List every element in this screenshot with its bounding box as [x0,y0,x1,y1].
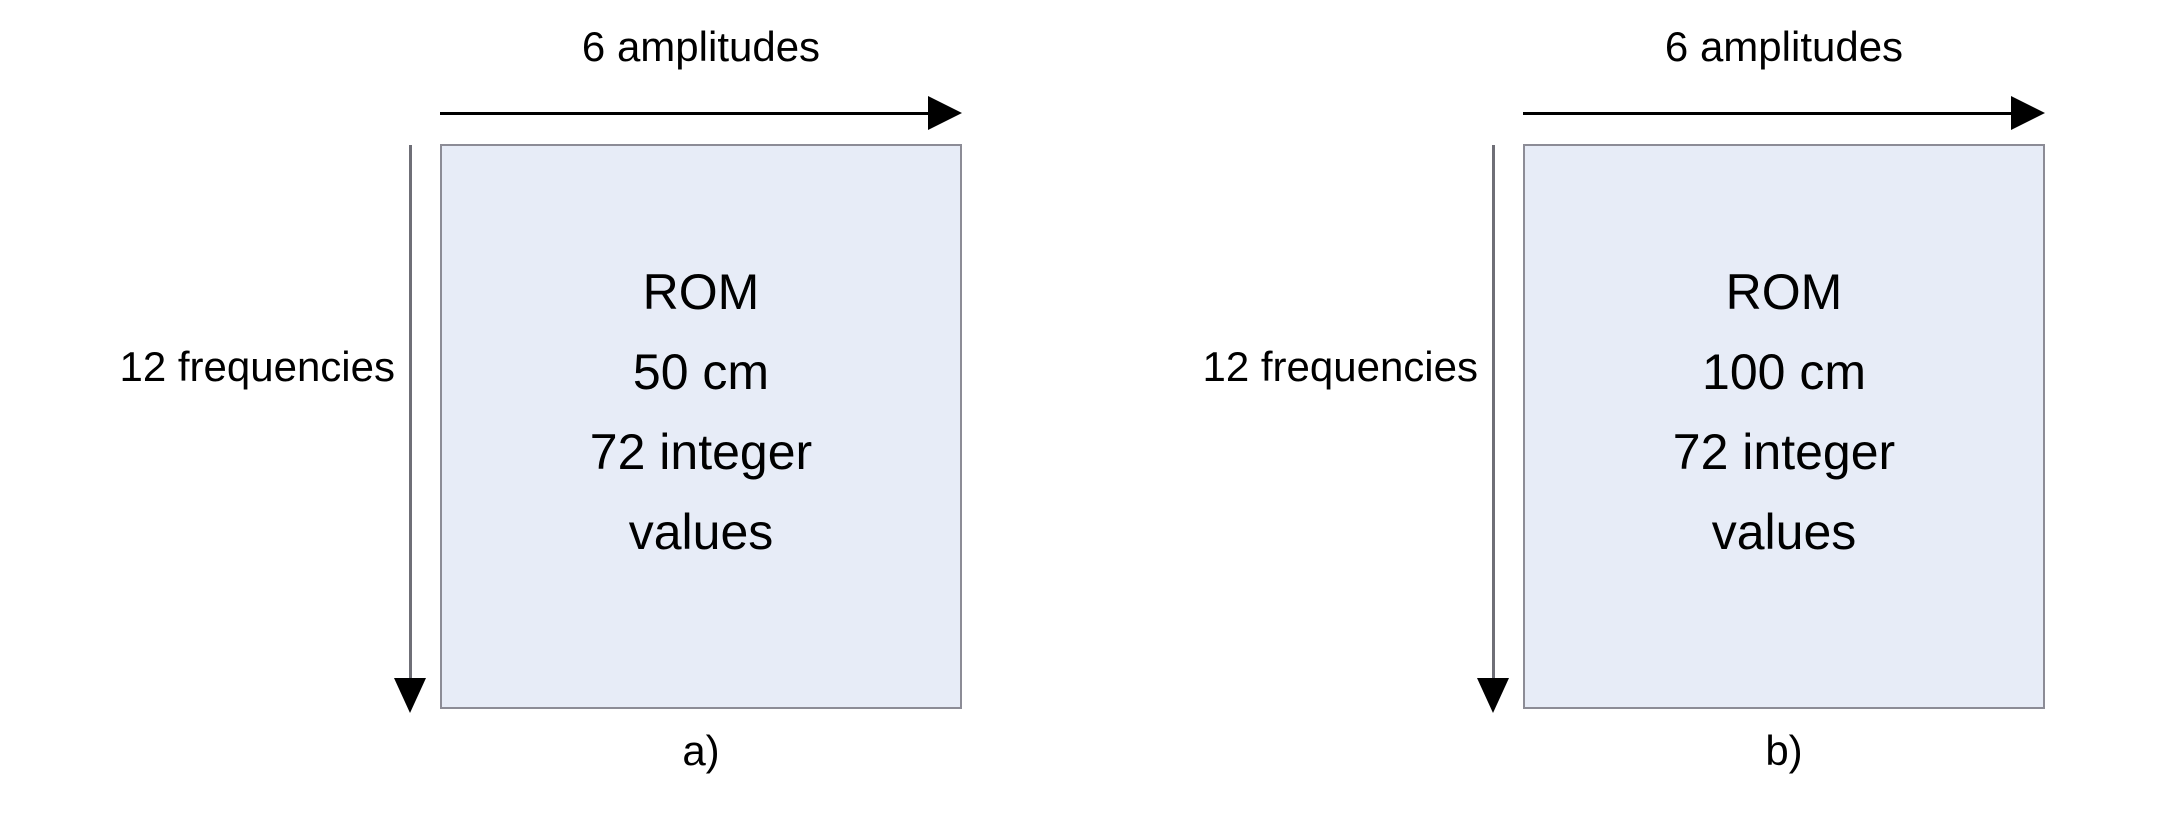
side-axis-label-a: 12 frequencies [119,343,395,390]
rom-block-text-a: ROM 50 cm 72 integer values [442,252,960,572]
top-axis-label-a: 6 amplitudes [581,23,821,70]
rom-line-3: 72 integer [589,424,813,480]
panel-b: 6 amplitudes 12 frequencies ROM 100 cm 7… [1083,0,2166,824]
rom-line-3: 72 integer [1672,424,1896,480]
arrow-shaft [1492,145,1495,682]
rom-line-1: ROM [642,264,760,320]
horizontal-right-arrow-a [440,96,962,130]
vertical-down-arrow-a [394,145,426,715]
arrow-shaft [409,145,412,682]
vertical-down-arrow-b [1477,145,1509,715]
panel-caption-b: b) [1765,727,1803,774]
horizontal-right-arrow-b [1523,96,2045,130]
right-arrowhead-icon [928,96,962,130]
rom-line-2: 50 cm [632,344,770,400]
rom-line-4: values [628,504,774,560]
rom-block-b: ROM 100 cm 72 integer values [1523,144,2045,709]
rom-line-4: values [1711,504,1857,560]
rom-block-a: ROM 50 cm 72 integer values [440,144,962,709]
rom-line-1: ROM [1725,264,1843,320]
arrow-shaft [1523,112,2015,115]
panel-a: 6 amplitudes 12 frequencies ROM 50 cm 72… [119,23,962,774]
side-axis-label-b: 12 frequencies [1202,343,1478,390]
rom-line-2: 100 cm [1702,344,1866,400]
top-axis-label-b: 6 amplitudes [1664,23,1904,70]
down-arrowhead-icon [1477,678,1509,713]
arrow-shaft [440,112,932,115]
right-arrowhead-icon [2011,96,2045,130]
panel-caption-a: a) [682,727,720,774]
down-arrowhead-icon [394,678,426,713]
rom-block-text-b: ROM 100 cm 72 integer values [1525,252,2043,572]
